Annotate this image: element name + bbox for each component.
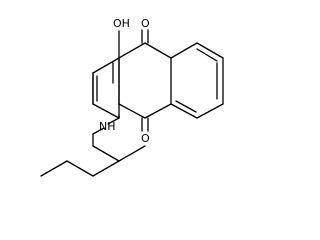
bond	[118, 103, 146, 119]
right-ring	[170, 42, 224, 119]
hydroxyl-label: OH	[113, 17, 130, 30]
ring-amine-bond	[107, 117, 120, 125]
bond	[170, 42, 198, 59]
double-bond-inner	[196, 48, 218, 62]
bond	[144, 103, 172, 119]
ketone-bonds	[141, 29, 149, 132]
left-ring	[92, 57, 120, 119]
chain-bond	[92, 145, 120, 162]
double-bond-inner	[175, 100, 197, 113]
ketone-bottom-label: O	[141, 132, 150, 145]
ketone-top-label: O	[141, 17, 150, 30]
bond	[92, 103, 120, 119]
chain-bond	[118, 145, 146, 162]
structure-canvas: OH O O NH	[40, 17, 224, 177]
chain-bond	[66, 160, 94, 177]
molecule-diagram: OH O O NH	[40, 17, 224, 177]
chain-bond	[92, 160, 120, 177]
central-ring	[118, 42, 172, 119]
nh-ch2-bond	[92, 127, 105, 135]
alkyl-chain	[40, 114, 146, 177]
bond	[196, 103, 224, 119]
amine-label: NH	[99, 120, 116, 133]
bond	[196, 42, 224, 59]
bond	[118, 42, 146, 59]
bond	[92, 57, 120, 74]
bond	[144, 42, 172, 59]
bond	[170, 103, 198, 119]
chain-bond	[40, 160, 68, 177]
